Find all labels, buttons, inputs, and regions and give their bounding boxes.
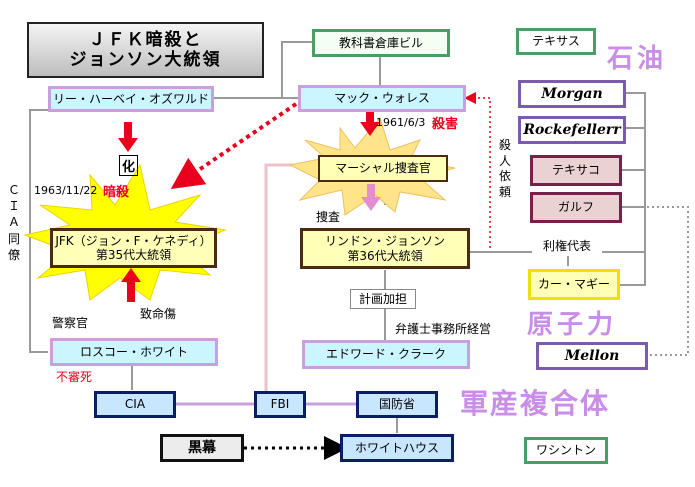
node-marshall[interactable]: マーシャル捜査官 <box>318 155 448 182</box>
title-line-2: ジョンソン大統領 <box>69 50 222 70</box>
node-lbj[interactable]: リンドン・ジョンソン 第36代大統領 <box>300 228 470 269</box>
node-white-house[interactable]: ホワイトハウス <box>340 434 454 462</box>
node-morgan[interactable]: Morgan <box>518 80 626 108</box>
jfk-name: JFK（ジョン・F・ケネディ） <box>55 233 212 248</box>
label-police-officer: 警察官 <box>52 316 89 330</box>
lbj-name: リンドン・ジョンソン <box>324 234 445 249</box>
label-nuclear: 原子力 <box>527 310 618 340</box>
label-interest-rep: 利権代表 <box>532 236 602 256</box>
label-law-firm: 弁護士事務所経営 <box>395 322 492 336</box>
label-suspicious-death: 不審死 <box>56 370 93 384</box>
node-jfk[interactable]: JFK（ジョン・F・ケネディ） 第35代大統領 <box>50 228 217 268</box>
label-plan-participation: 計画加担 <box>350 289 416 309</box>
node-textbook-building[interactable]: 教科書倉庫ビル <box>312 29 450 57</box>
node-roscoe-white[interactable]: ロスコー・ホワイト <box>50 338 218 366</box>
node-cia[interactable]: CIA <box>94 391 176 418</box>
diagram-title: ＪＦＫ暗殺と ジョンソン大統領 <box>27 22 264 78</box>
label-killing: 殺害 <box>432 117 459 132</box>
title-line-1: ＪＦＫ暗殺と <box>88 29 203 50</box>
node-kuromaku[interactable]: 黒幕 <box>160 434 244 462</box>
label-murder-request: 殺人依頼 <box>498 138 511 199</box>
lbj-title: 第36代大統領 <box>347 248 423 263</box>
node-oswald[interactable]: リー・ハーベイ・オズワルド <box>48 86 214 112</box>
node-rockefeller[interactable]: Rockefellerr <box>518 116 626 144</box>
node-texas[interactable]: テキサス <box>516 28 596 55</box>
node-dod[interactable]: 国防省 <box>356 391 438 418</box>
jfk-title: 第35代大統領 <box>95 248 172 262</box>
label-investigation: 捜査 <box>316 210 341 224</box>
node-texaco[interactable]: テキサコ <box>530 155 622 186</box>
node-mellon[interactable]: Mellon <box>536 342 648 370</box>
label-jfk-date: 1963/11/22 <box>34 184 98 197</box>
node-edward-clark[interactable]: エドワード・クラーク <box>302 340 470 369</box>
node-mac-wallace[interactable]: マック・ウォレス <box>298 85 466 112</box>
label-cia-colleague: ＣＩＡ同僚 <box>7 183 20 262</box>
label-military-industrial-complex: 軍産複合体 <box>460 387 611 420</box>
node-washington[interactable]: ワシントン <box>524 437 608 464</box>
label-ka: 化 <box>119 155 139 176</box>
label-killing-date: 1961/6/3 <box>376 116 426 129</box>
node-gulf[interactable]: ガルフ <box>530 192 622 223</box>
label-fatal-wound: 致命傷 <box>140 307 177 321</box>
label-oil: 石油 <box>607 44 668 74</box>
node-fbi[interactable]: FBI <box>254 391 306 418</box>
node-kerr-mcgee[interactable]: カー・マギー <box>528 269 620 300</box>
label-jfk-assassination: 暗殺 <box>103 185 130 200</box>
